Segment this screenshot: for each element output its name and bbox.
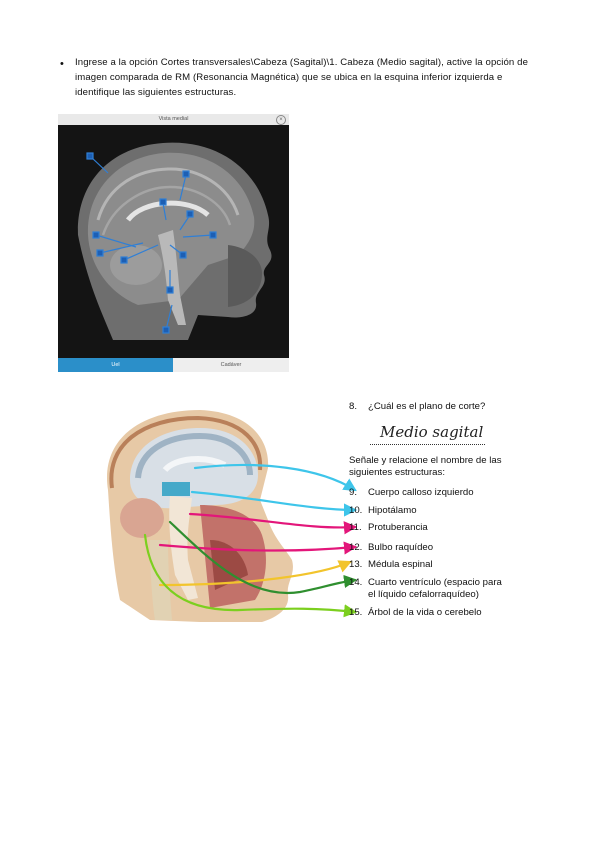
- instructions-line-2: imagen comparada de RM (Resonancia Magné…: [75, 72, 503, 83]
- question-8-text: ¿Cuál es el plano de corte?: [368, 401, 486, 412]
- structure-item-13: 13.Médula espinal: [349, 559, 433, 570]
- structure-item-9: 9.Cuerpo calloso izquierdo: [349, 487, 474, 498]
- tab-mri[interactable]: Uel: [58, 358, 173, 372]
- question-8: 8. ¿Cuál es el plano de corte?: [349, 401, 485, 412]
- instructions-line-1: Ingrese a la opción Cortes transversales…: [75, 57, 529, 68]
- structure-item-12: 12.Bulbo raquídeo: [349, 542, 434, 553]
- arrow-spinal-cord: [158, 560, 353, 587]
- arrow-corpus-callosum: [193, 463, 357, 492]
- mri-viewer-window: Vista medial ×: [58, 114, 289, 372]
- close-icon[interactable]: ×: [276, 115, 286, 125]
- viewer-title-bar: Vista medial ×: [58, 114, 289, 125]
- structure-item-14-cont: el líquido cefalorraquídeo): [368, 589, 479, 600]
- tab-cadaver[interactable]: Cadáver: [173, 358, 289, 372]
- bullet: •: [60, 58, 64, 70]
- arrow-cerebellum: [143, 533, 358, 618]
- instructions-line-3: identifique las siguientes estructuras.: [75, 87, 237, 98]
- structure-item-11: 11.Protuberancia: [349, 522, 428, 533]
- handwritten-answer: Medio sagital: [380, 423, 484, 441]
- structure-item-10: 10.Hipotálamo: [349, 505, 417, 516]
- arrow-pons: [188, 512, 358, 535]
- structure-item-14: 14.Cuarto ventrículo (espacio para: [349, 577, 502, 588]
- arrow-hypothalamus: [190, 490, 358, 517]
- structure-item-15: 15.Árbol de la vida o cerebelo: [349, 607, 482, 618]
- viewer-tabs: Uel Cadáver: [58, 358, 289, 372]
- answer-line: [370, 444, 485, 445]
- instructions-paragraph: Ingrese a la opción Cortes transversales…: [75, 55, 545, 100]
- viewer-title: Vista medial: [158, 116, 189, 122]
- structures-prompt: Señale y relacione el nombre de las sigu…: [349, 455, 502, 478]
- arrow-medulla: [158, 541, 358, 555]
- question-8-number: 8.: [349, 401, 358, 412]
- mri-sagittal-image: [58, 125, 289, 358]
- arrow-fourth-ventricle: [168, 520, 358, 595]
